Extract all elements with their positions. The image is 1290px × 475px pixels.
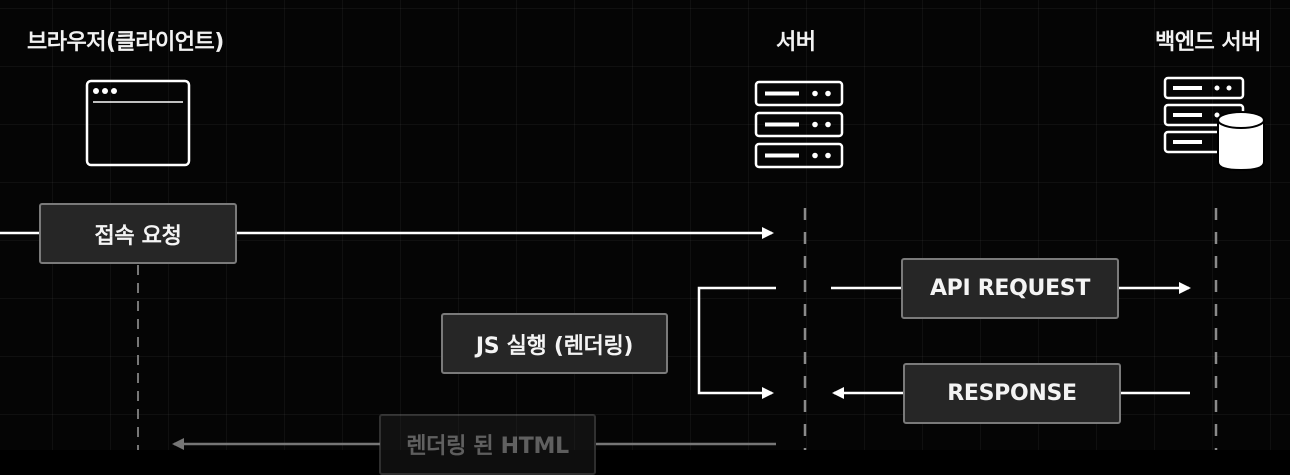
message-response: RESPONSE xyxy=(903,363,1121,424)
actor-label-server: 서버 xyxy=(776,30,816,55)
browser-window-icon xyxy=(85,79,191,167)
bracket-js-render xyxy=(697,286,776,399)
actor-label-backend: 백엔드 서버 xyxy=(1155,30,1261,55)
message-rendered-html: 렌더링 된 HTML xyxy=(379,414,596,475)
message-api-request: API REQUEST xyxy=(901,258,1119,319)
sequence-arrows xyxy=(0,208,1218,450)
actor-label-browser: 브라우저(클라이언트) xyxy=(27,30,224,55)
message-connect-request: 접속 요청 xyxy=(39,203,237,264)
server-database-icon xyxy=(1163,76,1265,172)
server-rack-icon xyxy=(754,80,844,169)
message-js-render: JS 실행 (렌더링) xyxy=(441,313,668,374)
